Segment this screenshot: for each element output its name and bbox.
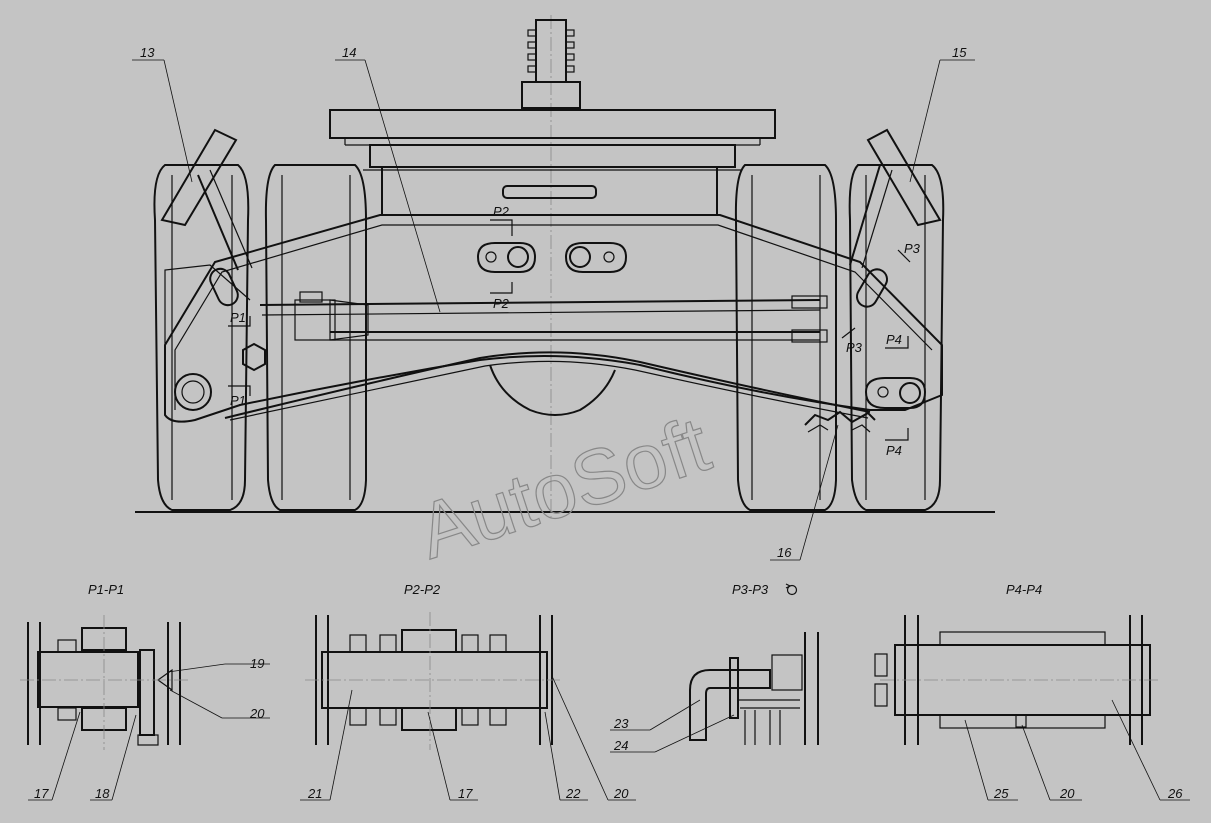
callout-13: 13	[140, 45, 155, 60]
callout-26: 26	[1167, 786, 1183, 801]
section-titles: P1-P1 P2-P2 P3-P3 P4-P4	[88, 582, 1042, 597]
left-wheels	[153, 164, 367, 511]
callout-24: 24	[613, 738, 628, 753]
axle-beam	[164, 214, 943, 423]
mark-p2-top: P2	[493, 204, 510, 219]
callout-17b: 17	[458, 786, 473, 801]
right-knuckle	[856, 268, 927, 409]
bracket-16	[804, 410, 876, 433]
section-p2	[300, 612, 636, 801]
watermark-logo: AutoSoft	[408, 399, 720, 575]
mark-p1-bot: P1	[230, 393, 246, 408]
callout-20c: 20	[1059, 786, 1075, 801]
left-knuckle	[164, 264, 266, 411]
callout-17a: 17	[34, 786, 49, 801]
mark-p4-bot: P4	[886, 443, 902, 458]
central-housing	[381, 166, 718, 216]
top-plate	[329, 109, 776, 171]
callout-18: 18	[95, 786, 110, 801]
callout-20b: 20	[613, 786, 629, 801]
title-p4-p4: P4-P4	[1006, 582, 1042, 597]
mark-p4-top: P4	[886, 332, 902, 347]
right-wheels	[734, 164, 945, 511]
title-p1-p1: P1-P1	[88, 582, 124, 597]
callout-16: 16	[777, 545, 792, 560]
section-p4	[874, 615, 1190, 801]
mark-p1-top: P1	[230, 310, 246, 325]
section-p1	[20, 615, 270, 801]
title-p2-p2: P2-P2	[404, 582, 441, 597]
bracket-center	[476, 242, 628, 273]
callout-22: 22	[565, 786, 581, 801]
tie-rod	[259, 291, 828, 343]
leader-lines	[132, 59, 975, 561]
callout-labels: 13 14 15 16 17 18 19 20 21 17 22 20 23 2…	[34, 45, 1183, 801]
mark-p2-bot: P2	[493, 296, 510, 311]
mark-p3-bot: P3	[846, 340, 863, 355]
steering-column	[521, 19, 581, 109]
callout-21: 21	[307, 786, 322, 801]
callout-15: 15	[952, 45, 967, 60]
section-mark-labels: P1 P1 P2 P2 P3 P3 P4 P4	[230, 204, 921, 458]
main-view	[132, 15, 995, 561]
section-p3	[610, 632, 819, 753]
rotate-icon	[785, 583, 798, 596]
left-guard-arm	[160, 128, 253, 271]
callout-14: 14	[342, 45, 356, 60]
section-marks	[228, 219, 911, 441]
title-p3-p3: P3-P3	[732, 582, 769, 597]
callout-25: 25	[993, 786, 1009, 801]
callout-19: 19	[250, 656, 264, 671]
callout-23: 23	[613, 716, 629, 731]
mark-p3-top: P3	[904, 241, 921, 256]
right-guard-arm	[849, 128, 942, 269]
callout-20a: 20	[249, 706, 265, 721]
